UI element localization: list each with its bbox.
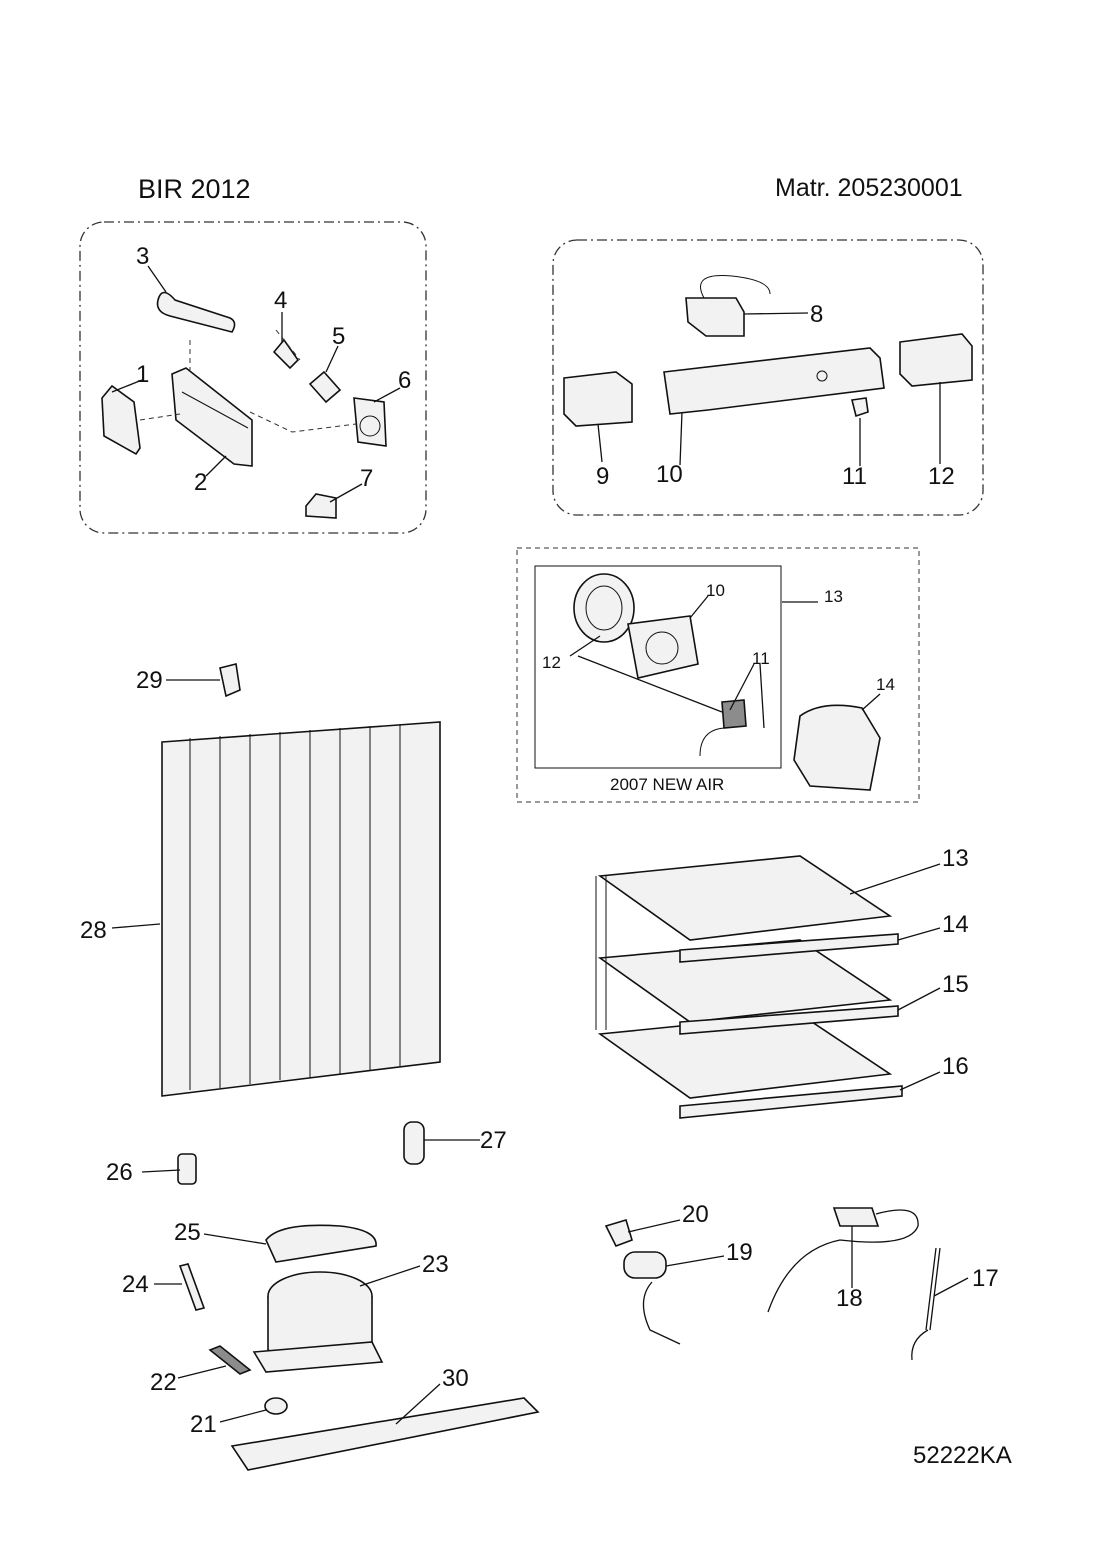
callout-5: 5 <box>332 323 345 350</box>
callout-25: 25 <box>174 1219 201 1246</box>
callout-28: 28 <box>80 917 107 944</box>
part-17-defrost-heater <box>911 1247 941 1361</box>
material-number: Matr. 205230001 <box>775 174 963 202</box>
callout-8: 8 <box>810 301 823 328</box>
callout-22: 22 <box>150 1369 177 1396</box>
part-29-clip <box>219 663 241 698</box>
new-air-kit-box <box>534 565 782 769</box>
part-1-bracket <box>101 384 141 456</box>
callout-19: 19 <box>726 1239 753 1266</box>
callout-6: 6 <box>398 367 411 394</box>
callout-2: 2 <box>194 469 207 496</box>
callout-24: 24 <box>122 1271 149 1298</box>
part-10-air-duct <box>663 347 885 415</box>
callout-12: 12 <box>928 463 955 490</box>
part-6-switch-plate <box>353 397 387 447</box>
inset-callout-12: 12 <box>542 653 561 672</box>
part-20-clamp <box>604 1219 633 1248</box>
part-30-base-plate <box>230 1397 540 1471</box>
part-11-knob <box>851 397 869 418</box>
callout-23: 23 <box>422 1251 449 1278</box>
callout-9: 9 <box>596 463 609 490</box>
inset-callout-14: 14 <box>876 675 895 694</box>
callout-15: 15 <box>942 971 969 998</box>
callout-30: 30 <box>442 1365 469 1392</box>
part-22-bracket <box>208 1345 252 1375</box>
model-title: BIR 2012 <box>138 174 251 204</box>
callout-20: 20 <box>682 1201 709 1228</box>
callout-7: 7 <box>360 465 373 492</box>
callout-29: 29 <box>136 667 163 694</box>
callout-1: 1 <box>136 361 149 388</box>
callout-4: 4 <box>274 287 287 314</box>
callout-13: 13 <box>942 845 969 872</box>
callout-11: 11 <box>842 463 867 490</box>
inset-fan-motor-plate <box>627 615 699 679</box>
part-18-power-cord <box>767 1207 919 1313</box>
diagram-code: 52222KA <box>913 1442 1012 1469</box>
inset-callout-11: 11 <box>752 649 770 668</box>
callout-3: 3 <box>136 243 149 270</box>
part-28-condenser <box>161 721 441 1097</box>
inset-callout-10: 10 <box>706 581 725 600</box>
part-12-end-cap-right <box>899 333 973 387</box>
part-25-drip-tray <box>265 1224 377 1263</box>
part-4-lamp-socket <box>272 338 300 370</box>
new-air-inset-border <box>516 547 920 803</box>
shelf-stack <box>595 855 903 1119</box>
part-26-sleeve <box>177 1153 197 1185</box>
callout-10: 10 <box>656 461 683 488</box>
callout-18: 18 <box>836 1285 863 1312</box>
callout-14: 14 <box>942 911 969 938</box>
part-5-bulb <box>308 370 342 404</box>
inset-fan-wheel <box>573 573 635 643</box>
part-3-lamp-cover <box>156 291 236 333</box>
callout-17: 17 <box>972 1265 999 1292</box>
part-2-thermostat-housing <box>171 367 253 467</box>
part-27-filter-drier <box>403 1121 425 1165</box>
part-24-tube <box>178 1263 206 1311</box>
part-9-end-cap-left <box>563 371 633 427</box>
inset-switch <box>699 699 747 757</box>
inset-cover <box>793 704 881 791</box>
callout-21: 21 <box>190 1411 217 1438</box>
part-8-fan-motor <box>685 274 771 337</box>
part-19-capacitor <box>623 1251 681 1345</box>
part-21-grommet <box>264 1397 288 1415</box>
part-23-compressor <box>252 1271 384 1373</box>
lamp-assembly-group <box>79 221 427 534</box>
inset-callout-13: 13 <box>824 587 843 606</box>
fan-cover-group <box>552 239 984 516</box>
callout-16: 16 <box>942 1053 969 1080</box>
callout-27: 27 <box>480 1127 507 1154</box>
part-7-button <box>305 493 337 519</box>
inset-caption: 2007 NEW AIR <box>610 775 724 794</box>
callout-26: 26 <box>106 1159 133 1186</box>
